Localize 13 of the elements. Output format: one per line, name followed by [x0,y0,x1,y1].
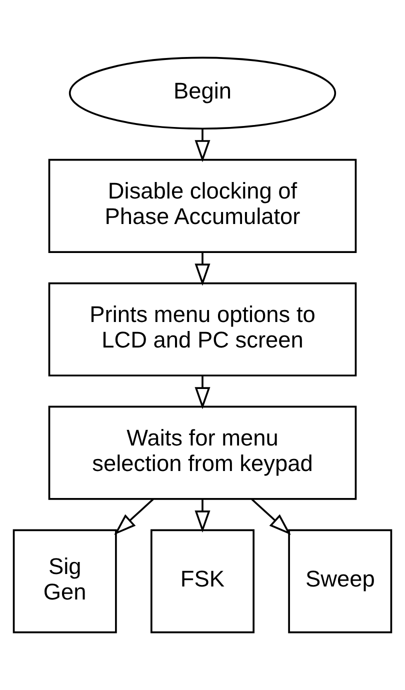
node-box: Sweep [288,529,392,634]
arrow [194,376,210,410]
node-box: FSK [150,529,254,634]
arrow [114,498,154,535]
node-box: Sig Gen [12,529,117,634]
arrow [251,498,291,535]
node-box: Waits for menu selection from keypad [48,406,357,500]
node-box: Disable clocking of Phase Accumulator [48,158,357,253]
arrow [194,500,210,533]
node-ellipse: Begin [68,56,336,130]
arrow [194,252,210,286]
arrow [194,128,210,162]
node-box: Prints menu options to LCD and PC screen [48,282,357,376]
